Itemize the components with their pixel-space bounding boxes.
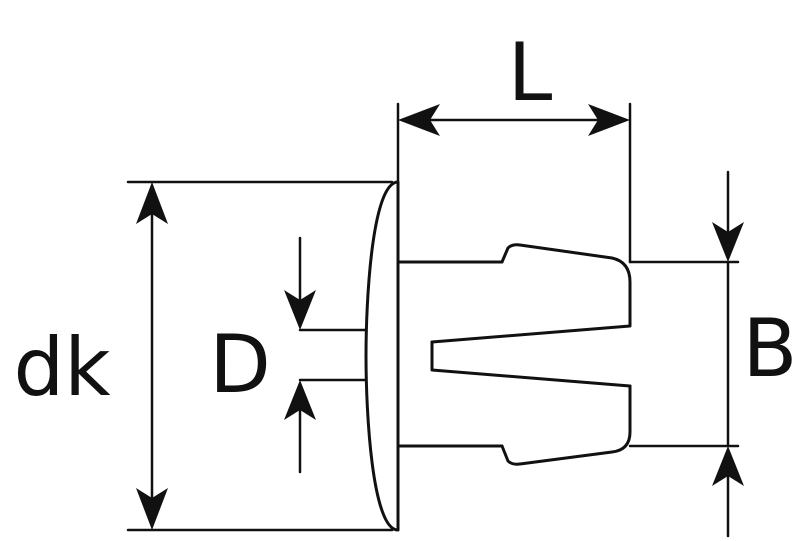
b-arrow-up: [712, 446, 744, 486]
length-arrow-right: [588, 104, 630, 136]
d-label: D: [209, 318, 271, 411]
length-label: L: [508, 26, 553, 119]
dimension-head-diameter: dk: [13, 180, 394, 532]
dk-arrow-bottom: [136, 488, 168, 530]
b-label: B: [743, 302, 798, 395]
upper-barb: [430, 243, 632, 344]
dimension-hole-size: B: [628, 170, 798, 538]
d-arrow-up: [284, 380, 316, 420]
dk-label: dk: [13, 321, 111, 414]
lower-barb: [500, 384, 632, 466]
length-arrow-left: [398, 104, 440, 136]
d-arrow-down: [284, 290, 316, 330]
dimension-shank-diameter: D: [209, 236, 316, 474]
dk-arrow-top: [136, 182, 168, 224]
slot: [430, 340, 632, 388]
rivet-head: [364, 180, 400, 532]
b-arrow-down: [712, 222, 744, 262]
rivet-outline: [298, 180, 632, 532]
dimension-length: L: [396, 26, 632, 264]
